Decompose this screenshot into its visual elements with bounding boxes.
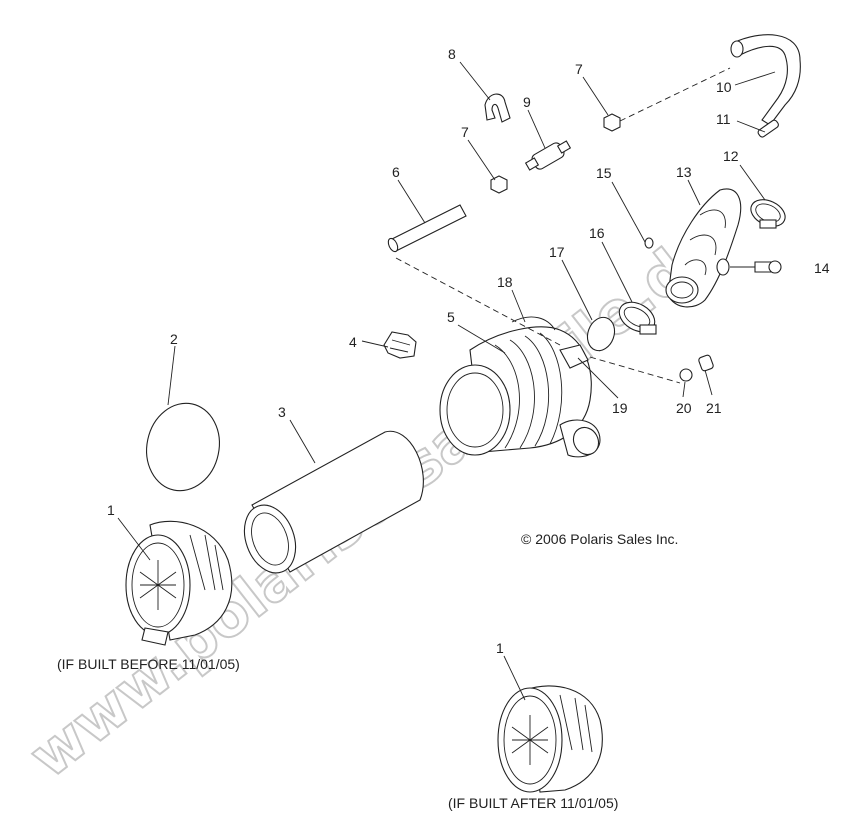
callout-9: 9 (523, 94, 531, 110)
part-6-rod (387, 204, 467, 253)
caption-built-after: (IF BUILT AFTER 11/01/05) (448, 795, 618, 811)
callout-1-after: 1 (496, 640, 504, 656)
callout-15: 15 (596, 165, 612, 181)
part-18-cover (511, 316, 556, 331)
part-10-hose (730, 34, 801, 126)
part-20-cap (679, 368, 693, 382)
callout-12: 12 (723, 148, 739, 164)
callout-20: 20 (676, 400, 692, 416)
part-13-intake-boot (665, 188, 742, 308)
callout-3: 3 (278, 404, 286, 420)
callout-numbers: 1 2 3 4 5 6 7 7 8 9 10 11 12 13 14 15 16… (107, 46, 830, 656)
callout-11: 11 (716, 111, 731, 127)
part-14-screw (730, 260, 782, 274)
callout-5: 5 (447, 309, 455, 325)
callout-7-upper: 7 (575, 61, 583, 77)
callout-19: 19 (612, 400, 628, 416)
callout-14: 14 (814, 260, 830, 276)
part-7-nut-lower (490, 175, 508, 194)
part-16-clamp (618, 301, 657, 335)
callout-6: 6 (392, 164, 400, 180)
callout-13: 13 (676, 164, 692, 180)
part-9-fitting (524, 140, 572, 171)
part-21-plug (698, 354, 714, 372)
part-2-gasket (146, 402, 220, 492)
part-1-cover-before (125, 520, 233, 646)
part-4-clip (383, 331, 417, 359)
part-15-fitting (644, 237, 654, 249)
callout-21: 21 (706, 400, 722, 416)
callout-2: 2 (170, 331, 178, 347)
callout-7-lower: 7 (461, 124, 469, 140)
callout-10: 10 (716, 79, 732, 95)
part-7-nut-upper (603, 113, 621, 132)
part-12-clamp (750, 199, 786, 229)
callout-18: 18 (497, 274, 513, 290)
callout-4: 4 (349, 334, 357, 350)
assembly-lines (395, 67, 731, 384)
part-8-bracket (484, 93, 511, 123)
callout-17: 17 (549, 244, 565, 260)
part-3-filter-element (243, 430, 424, 574)
callout-leaders (117, 61, 776, 701)
part-1-cover-after (497, 685, 603, 793)
caption-built-before: (IF BUILT BEFORE 11/01/05) (57, 656, 240, 672)
callout-8: 8 (448, 46, 456, 62)
callout-1-before: 1 (107, 502, 115, 518)
copyright-text: © 2006 Polaris Sales Inc. (521, 531, 678, 547)
part-17-seal (586, 316, 616, 352)
part-11-small-tube (757, 119, 779, 138)
callout-16: 16 (589, 225, 605, 241)
part-5-air-box (439, 326, 601, 458)
